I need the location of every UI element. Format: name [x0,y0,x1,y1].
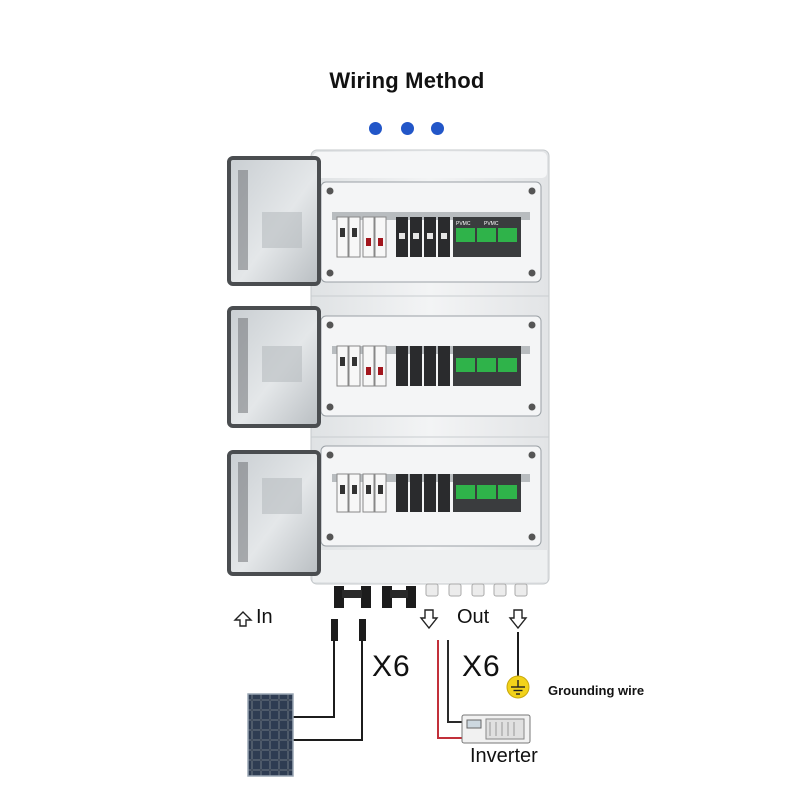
door-3 [227,450,321,576]
tier-2 [227,306,542,428]
ground-icon [506,675,530,699]
door-2 [227,306,321,428]
breaker-brand-1: PVMC [456,221,471,227]
dot-2 [401,122,414,135]
page-indicator-dots [369,122,449,136]
arrow-down-icon [419,609,439,630]
ac-output-wires [437,640,462,739]
dot-3 [431,122,444,135]
breaker-group-white [336,216,387,258]
door-1 [227,156,321,286]
spd-group-black [396,217,450,257]
dot-1 [369,122,382,135]
output-multiplier: X6 [462,650,501,683]
input-label: In [256,606,273,628]
dc-breaker-green: PVMC PVMC [453,217,521,257]
mc4-connectors [334,586,416,608]
inverter-label: Inverter [470,745,538,767]
svg-text:PVMC: PVMC [484,221,499,227]
output-label: Out [457,606,490,628]
ground-label: Grounding wire [548,683,645,698]
arrow-down-icon [508,609,528,630]
tier-3 [227,445,542,576]
cable-glands [425,583,528,597]
mc4-plug [359,619,366,641]
solar-panel-icon [247,693,294,777]
inverter-icon [461,714,531,744]
mc4-plug [331,619,338,641]
input-multiplier: X6 [372,650,411,683]
dc-input-wires [292,641,363,741]
diagram-title: Wiring Method [329,68,485,93]
arrow-up-icon [233,611,253,627]
tier-1: PVMC PVMC [227,156,542,286]
